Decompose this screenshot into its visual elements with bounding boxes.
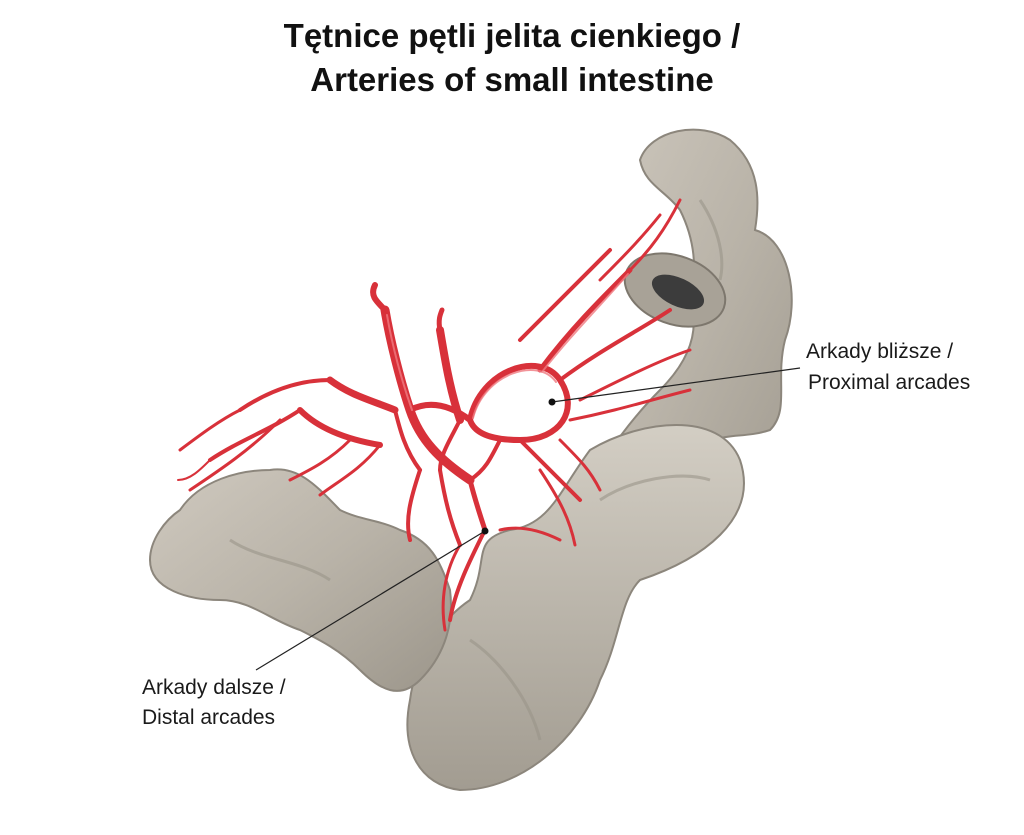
intestine-middle-loop	[406, 424, 745, 792]
label-proximal-arcades-english: Proximal arcades	[808, 371, 971, 394]
label-distal-arcades-english: Distal arcades	[142, 706, 276, 729]
distal-leader-line	[255, 530, 486, 671]
proximal-leader-line	[551, 367, 801, 403]
label-distal-arcades-polish: Arkady dalsze /	[142, 676, 286, 699]
distal-leader-dot	[481, 527, 489, 535]
intestine-left-loop	[148, 468, 452, 692]
artery-highlights	[386, 273, 629, 419]
intestine-lumen	[651, 274, 705, 310]
diagram-title-polish: Tętnice pętli jelita cienkiego /	[283, 17, 741, 54]
proximal-leader-dot	[548, 398, 556, 406]
intestine-loops	[148, 128, 793, 792]
diagram-title-english: Arteries of small intestine	[310, 61, 714, 98]
label-proximal-arcades-polish: Arkady bliższe /	[806, 340, 954, 363]
artery-network	[177, 198, 692, 632]
